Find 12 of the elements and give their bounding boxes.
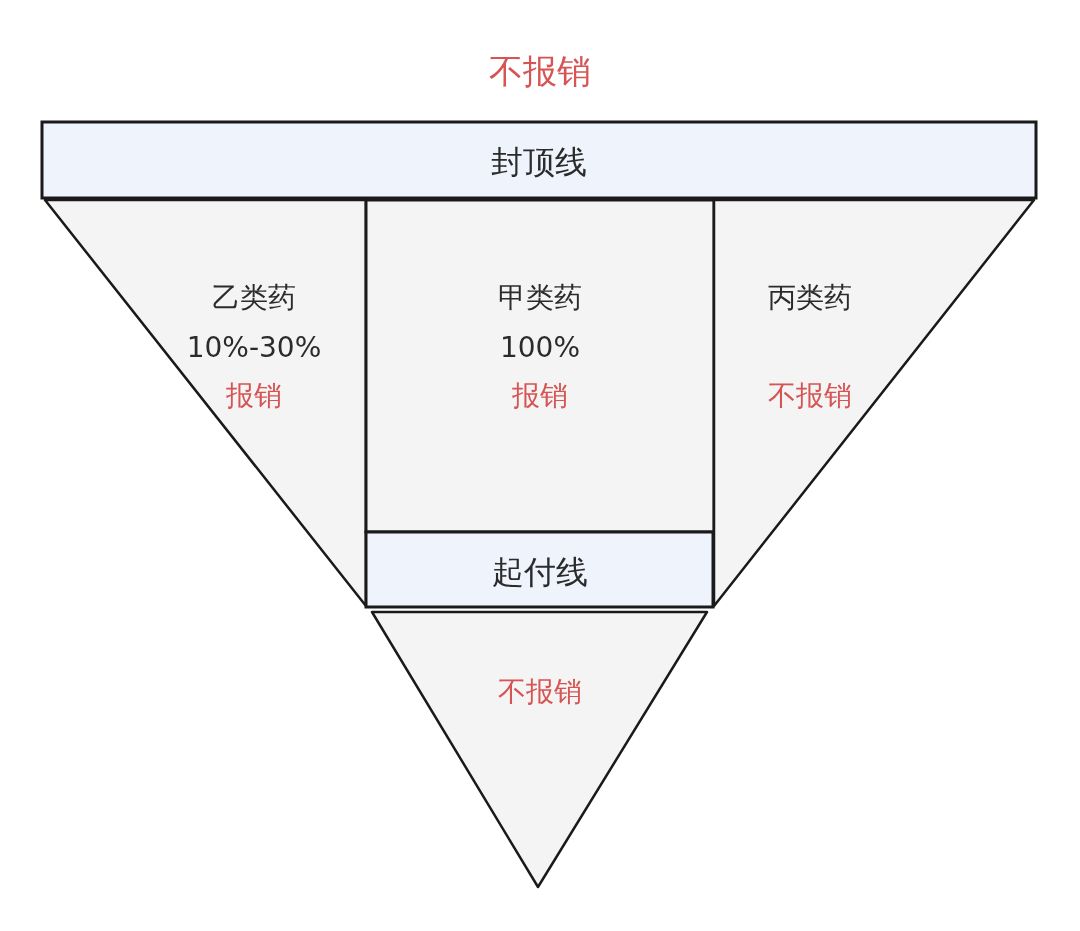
reimbursement-status: 报销 (512, 379, 568, 413)
segment-label: 甲类药 (498, 281, 582, 315)
reimbursement-status: 不报销 (498, 675, 582, 709)
segment-label: 起付线 (492, 553, 588, 591)
reimbursement-status: 不报销 (768, 379, 852, 413)
reimbursement-status: 不报销 (489, 52, 591, 92)
segment-label: 丙类药 (768, 281, 852, 315)
segment-label: 10%-30% (186, 331, 322, 365)
segment-label: 100% (499, 331, 581, 365)
reimbursement-status: 报销 (226, 379, 282, 413)
segment-label: 乙类药 (212, 281, 296, 315)
segment-label: 封顶线 (491, 143, 587, 181)
